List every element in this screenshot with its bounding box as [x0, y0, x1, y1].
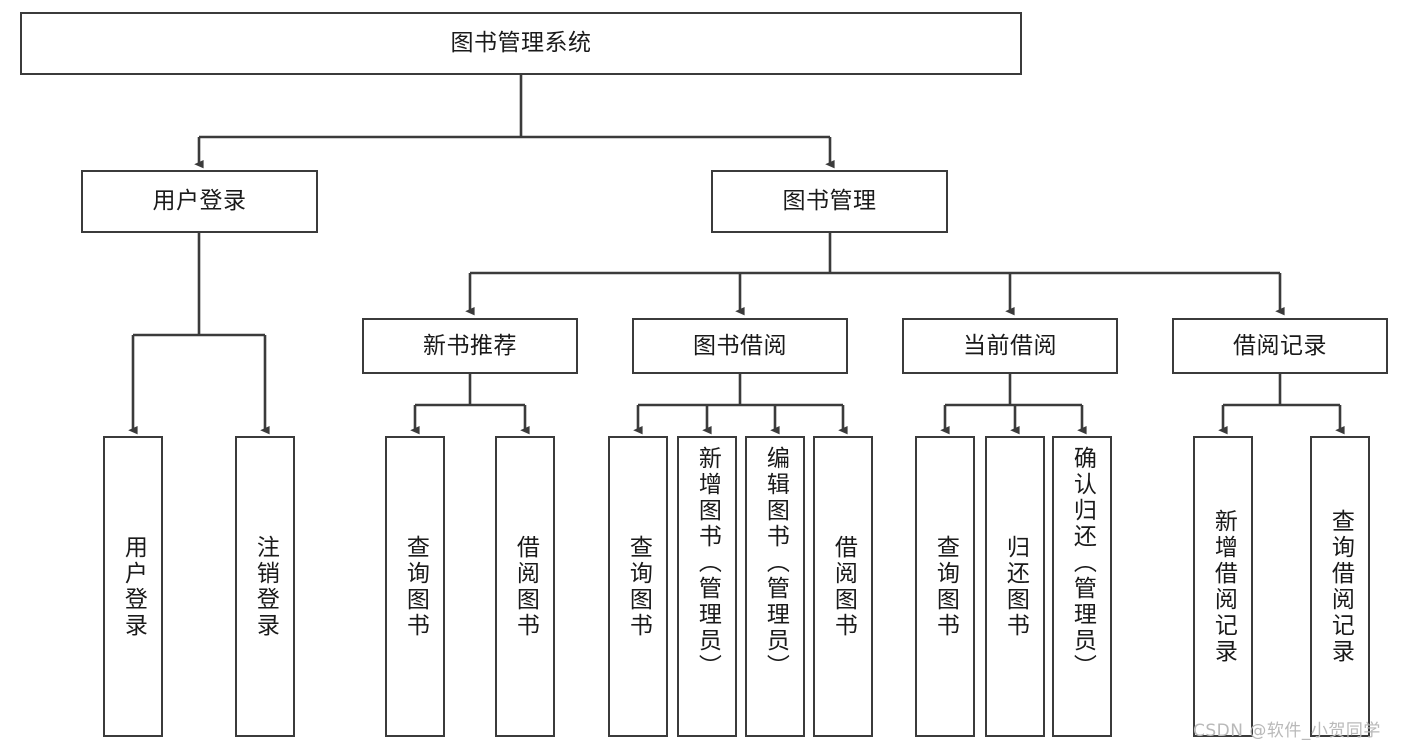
node-leaf-query-record-label: 查询借阅记录 [1327, 508, 1354, 665]
node-leaf-query-book-3-label: 查询图书 [932, 534, 959, 639]
connector-group-user-login [128, 233, 270, 435]
connector-group-borrow-record [1218, 374, 1345, 435]
node-leaf-add-book-label: 新增图书（管理员） [694, 446, 721, 680]
node-leaf-return-book-label: 归还图书 [1002, 534, 1029, 639]
node-leaf-borrow-book-1[interactable]: 借阅图书 [495, 436, 555, 737]
node-leaf-query-book-2[interactable]: 查询图书 [608, 436, 668, 737]
node-leaf-user-login[interactable]: 用户登录 [103, 436, 163, 737]
node-leaf-edit-book-label: 编辑图书（管理员） [762, 446, 789, 680]
node-user-login[interactable]: 用户登录 [81, 170, 318, 233]
node-leaf-query-book-1[interactable]: 查询图书 [385, 436, 445, 737]
node-leaf-user-logout-label: 注销登录 [252, 534, 279, 639]
node-leaf-add-book[interactable]: 新增图书（管理员） [677, 436, 737, 737]
node-user-login-label: 用户登录 [152, 188, 247, 214]
node-book-borrow-label: 图书借阅 [693, 332, 787, 359]
node-new-book-recommend[interactable]: 新书推荐 [362, 318, 578, 374]
node-leaf-query-book-1-label: 查询图书 [402, 534, 429, 639]
connector-group-book-borrow [633, 374, 848, 435]
connector-group-root [194, 75, 835, 169]
node-leaf-query-record[interactable]: 查询借阅记录 [1310, 436, 1370, 737]
node-leaf-borrow-book-2[interactable]: 借阅图书 [813, 436, 873, 737]
node-leaf-user-login-label: 用户登录 [120, 534, 147, 639]
node-new-book-recommend-label: 新书推荐 [423, 332, 517, 359]
node-root-label: 图书管理系统 [450, 30, 592, 56]
node-leaf-edit-book[interactable]: 编辑图书（管理员） [745, 436, 805, 737]
node-current-borrow-label: 当前借阅 [963, 332, 1057, 359]
node-leaf-confirm-return-label: 确认归还（管理员） [1069, 446, 1096, 680]
node-borrow-record[interactable]: 借阅记录 [1172, 318, 1388, 374]
node-borrow-record-label: 借阅记录 [1233, 332, 1327, 359]
node-book-borrow[interactable]: 图书借阅 [632, 318, 848, 374]
node-leaf-return-book[interactable]: 归还图书 [985, 436, 1045, 737]
node-leaf-user-logout[interactable]: 注销登录 [235, 436, 295, 737]
connector-group-new-book-recommend [410, 374, 530, 435]
node-root[interactable]: 图书管理系统 [20, 12, 1022, 75]
node-leaf-confirm-return[interactable]: 确认归还（管理员） [1052, 436, 1112, 737]
node-leaf-borrow-book-1-label: 借阅图书 [512, 534, 539, 639]
node-leaf-add-record-label: 新增借阅记录 [1210, 508, 1237, 665]
node-leaf-borrow-book-2-label: 借阅图书 [830, 534, 857, 639]
node-leaf-add-record[interactable]: 新增借阅记录 [1193, 436, 1253, 737]
node-leaf-query-book-3[interactable]: 查询图书 [915, 436, 975, 737]
connector-group-current-borrow [940, 374, 1087, 435]
node-current-borrow[interactable]: 当前借阅 [902, 318, 1118, 374]
node-book-management-label: 图书管理 [782, 188, 877, 214]
node-book-management[interactable]: 图书管理 [711, 170, 948, 233]
node-leaf-query-book-2-label: 查询图书 [625, 534, 652, 639]
connector-group-book-management [465, 233, 1285, 316]
